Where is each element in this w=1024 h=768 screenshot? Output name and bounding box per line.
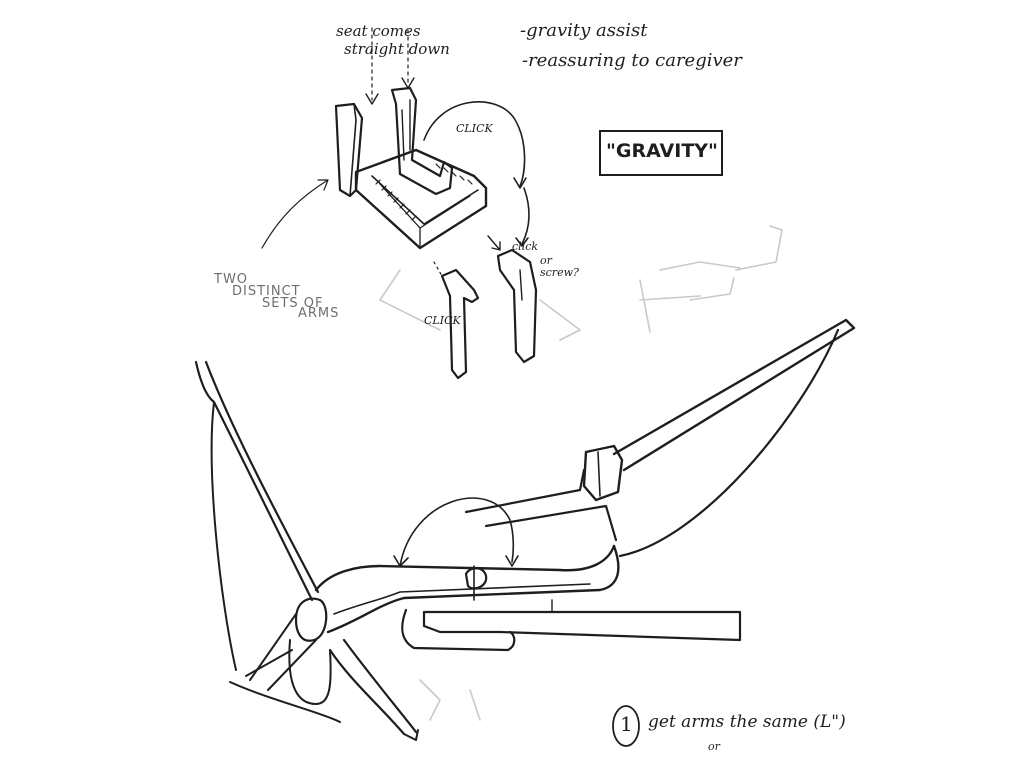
note-step-text: get arms the same (L"): [648, 712, 846, 732]
note-step-or: or: [708, 740, 720, 753]
note-seat-comes: seat comes: [336, 22, 421, 40]
seat-mechanism-sketch: [262, 28, 536, 378]
note-click-right: click: [512, 240, 538, 253]
note-screw: screw?: [540, 266, 579, 279]
note-straight-down: straight down: [344, 40, 450, 58]
faint-ghost-sketch: [380, 226, 782, 720]
step-number: 1: [620, 712, 633, 736]
note-gravity-assist: -gravity assist: [520, 20, 647, 41]
note-click-bottom: CLICK: [424, 314, 461, 327]
note-arms: ARMS: [298, 306, 339, 321]
note-click-top: CLICK: [456, 122, 493, 135]
reclining-chair-sketch: [196, 320, 854, 740]
note-reassuring-caregiver: -reassuring to caregiver: [522, 50, 742, 71]
gravity-label: "GRAVITY": [606, 140, 718, 162]
